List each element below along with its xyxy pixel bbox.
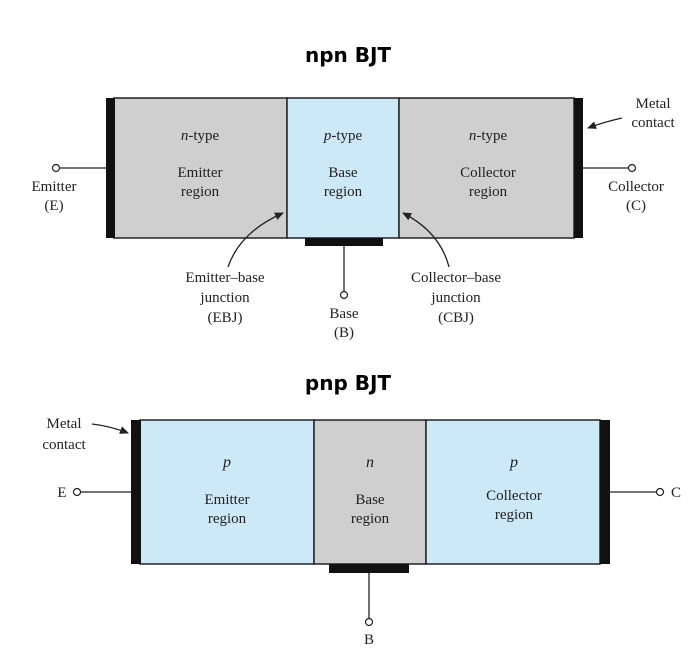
pnp-collector-label-1: Collector <box>486 488 542 504</box>
npn-base-terminal-label-1: Base <box>329 306 359 322</box>
pnp-base-terminal-label: B <box>364 632 374 648</box>
npn-cbj-arrow <box>402 212 450 268</box>
pnp-base-type: n <box>366 454 374 471</box>
pnp-collector-terminal-label: C <box>671 485 681 501</box>
pnp-collector-metal-contact <box>600 420 610 564</box>
npn-collector-terminal-node <box>627 163 637 173</box>
pnp-base-terminal-node <box>364 617 374 627</box>
npn-diagram: npn BJT n-type Emitter region p-type Bas… <box>32 43 676 341</box>
npn-cbj-label-2: junction <box>430 290 481 306</box>
npn-emitter-terminal-node <box>51 163 61 173</box>
npn-base-region <box>286 97 400 239</box>
npn-emitter-type: n-type <box>181 128 220 144</box>
npn-emitter-metal-contact <box>106 98 115 238</box>
npn-base-label-1: Base <box>328 165 358 181</box>
npn-collector-region <box>398 97 575 239</box>
npn-emitter-label-1: Emitter <box>178 165 223 181</box>
npn-collector-label-1: Collector <box>460 165 516 181</box>
pnp-base-metal-contact <box>329 564 409 573</box>
npn-ebj-arrow <box>227 212 284 268</box>
npn-emitter-region <box>113 97 288 239</box>
pnp-emitter-label-2: region <box>208 511 247 527</box>
npn-base-terminal-label-2: (B) <box>334 325 354 341</box>
pnp-base-region <box>313 419 427 565</box>
npn-emitter-terminal-label-1: Emitter <box>32 179 77 195</box>
pnp-emitter-terminal-label: E <box>57 485 66 501</box>
pnp-base-label-2: region <box>351 511 390 527</box>
pnp-emitter-terminal-node <box>72 487 82 497</box>
npn-metal-contact-label-1: Metal <box>636 96 671 112</box>
npn-base-terminal-node <box>339 290 349 300</box>
npn-base-metal-contact <box>305 238 383 246</box>
npn-collector-type: n-type <box>469 128 508 144</box>
npn-cbj-label-3: (CBJ) <box>438 310 474 326</box>
pnp-metal-contact-label-1: Metal <box>47 416 82 432</box>
pnp-metal-contact-label-2: contact <box>42 437 86 453</box>
npn-collector-terminal-label-2: (C) <box>626 198 646 214</box>
npn-collector-label-2: region <box>469 184 508 200</box>
npn-collector-terminal-label-1: Collector <box>608 179 664 195</box>
pnp-emitter-label-1: Emitter <box>205 492 250 508</box>
pnp-collector-label-2: region <box>495 507 534 523</box>
pnp-emitter-type: p <box>222 454 231 471</box>
npn-emitter-label-2: region <box>181 184 220 200</box>
npn-ebj-label-1: Emitter–base <box>185 270 264 286</box>
pnp-collector-type: p <box>509 454 518 471</box>
npn-base-label-2: region <box>324 184 363 200</box>
pnp-base-label-1: Base <box>355 492 385 508</box>
npn-cbj-label-1: Collector–base <box>411 270 501 286</box>
npn-base-type: p-type <box>323 128 363 144</box>
npn-title: npn BJT <box>305 43 391 67</box>
pnp-collector-terminal-node <box>655 487 665 497</box>
pnp-diagram: pnp BJT p Emitter region n Base region p… <box>42 371 681 648</box>
npn-emitter-terminal-label-2: (E) <box>44 198 63 214</box>
pnp-emitter-metal-contact <box>131 420 141 564</box>
pnp-emitter-region <box>139 419 315 565</box>
pnp-collector-region <box>425 419 601 565</box>
pnp-title: pnp BJT <box>305 371 392 395</box>
npn-collector-metal-contact <box>574 98 583 238</box>
npn-ebj-label-2: junction <box>199 290 250 306</box>
pnp-metal-contact-arrow <box>91 423 129 434</box>
npn-metal-contact-arrow <box>587 117 623 129</box>
npn-ebj-label-3: (EBJ) <box>208 310 243 326</box>
npn-metal-contact-label-2: contact <box>631 115 675 131</box>
